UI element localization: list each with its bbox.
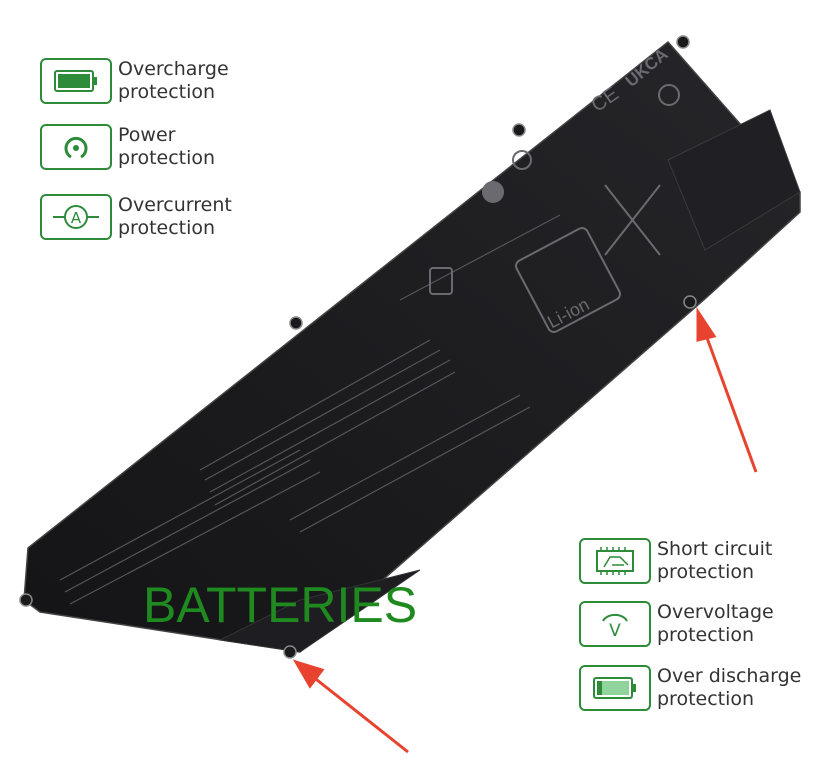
battery-body bbox=[23, 40, 801, 653]
feature-label: Overcurrent bbox=[118, 194, 232, 216]
circuit-board-icon bbox=[579, 538, 651, 584]
feature-label: protection bbox=[657, 561, 755, 583]
certification-marks bbox=[429, 84, 680, 333]
feature-label: protection bbox=[118, 147, 216, 169]
feature-label: Short circuit bbox=[657, 538, 773, 560]
svg-text:A: A bbox=[71, 209, 82, 227]
feature-label: Power bbox=[118, 124, 176, 146]
feature-label: protection bbox=[657, 688, 755, 710]
svg-text:V: V bbox=[609, 621, 621, 640]
arrow-right bbox=[696, 307, 758, 473]
battery-low-icon bbox=[579, 665, 651, 711]
feature-label: protection bbox=[118, 81, 216, 103]
battery-full-icon bbox=[40, 58, 112, 104]
feature-label: protection bbox=[118, 217, 216, 239]
mounting-tabs bbox=[19, 35, 697, 659]
voltmeter-icon: V bbox=[579, 601, 651, 647]
watermark-text: BATTERIES bbox=[143, 577, 418, 633]
feature-label: Overcharge bbox=[118, 58, 229, 80]
label-text-lines bbox=[59, 214, 561, 605]
feature-label: Over discharge bbox=[657, 665, 802, 687]
ammeter-icon: A bbox=[40, 194, 112, 240]
power-icon bbox=[40, 124, 112, 170]
feature-label: Overvoltage bbox=[657, 601, 774, 623]
feature-label: protection bbox=[657, 624, 755, 646]
arrow-bottom bbox=[292, 659, 409, 754]
